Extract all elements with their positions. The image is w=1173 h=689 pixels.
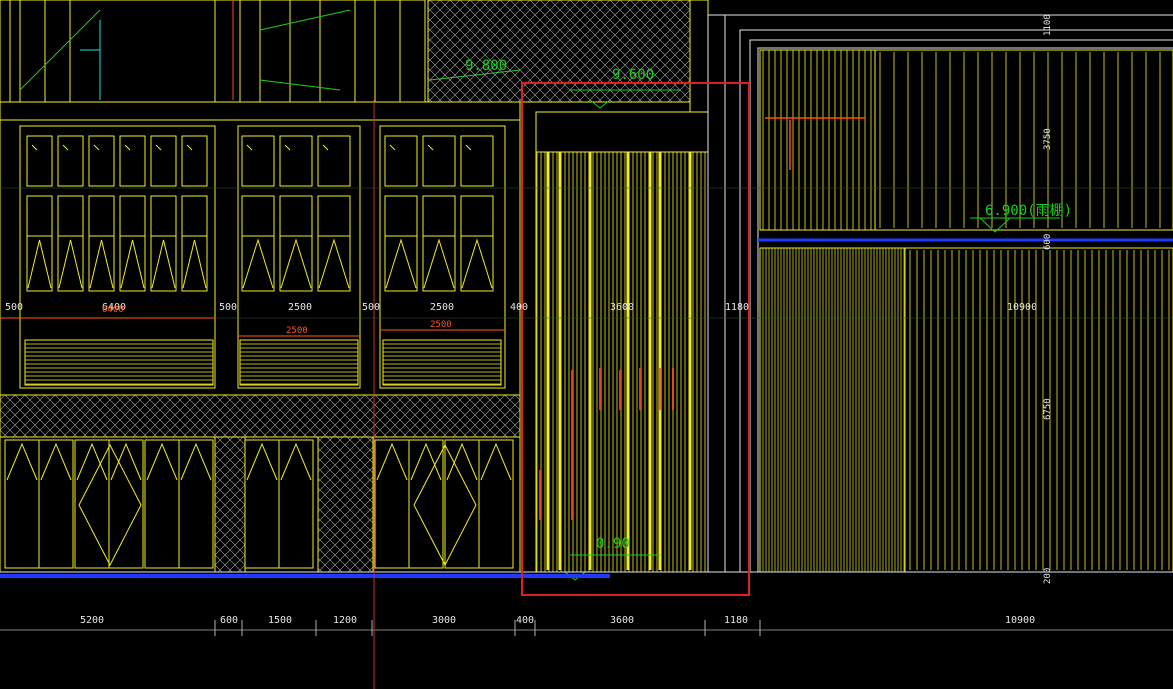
selection-rectangle[interactable] xyxy=(521,82,750,596)
red-dim-2: 2500 xyxy=(286,326,308,336)
vertical-dim-2: 3750 xyxy=(1043,128,1053,150)
right-facade xyxy=(707,14,1173,572)
vertical-dim-3: 600 xyxy=(1043,233,1053,250)
vertical-dim-5: 200 xyxy=(1043,567,1053,584)
vertical-dim-1: 1100 xyxy=(1043,14,1053,36)
vertical-dim-4: 6750 xyxy=(1043,398,1053,420)
red-dim-1: 6400 xyxy=(102,305,124,315)
red-dim-3: 2500 xyxy=(430,320,452,330)
